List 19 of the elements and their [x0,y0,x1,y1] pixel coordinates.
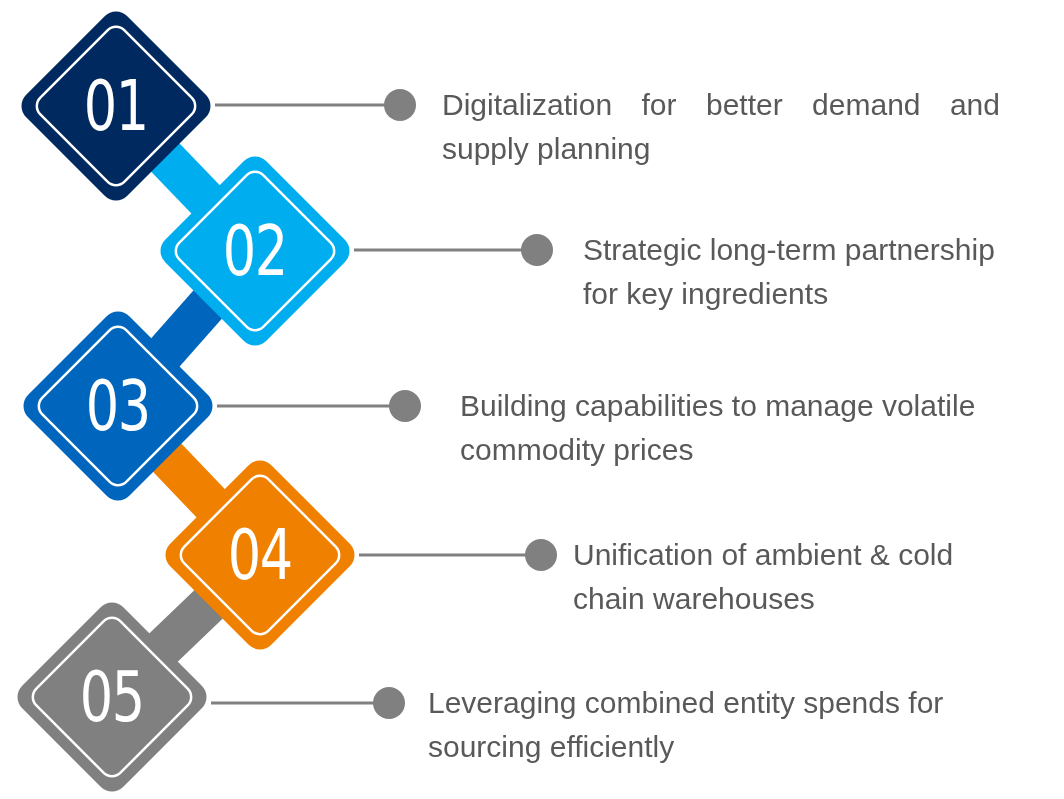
step-number: 04 [227,520,293,590]
step-description: Building capabilities to manage volatile commodity prices [460,388,977,468]
step-description: Strategic long-term partnership for key ingredients [583,232,996,312]
step-description: Leveraging combined entity spends for sourcing efficiently [428,685,945,765]
connector-bar [148,588,224,664]
leader-line [354,234,553,266]
step-number: 01 [83,71,149,141]
connector-bar [151,442,227,519]
step-number: 02 [222,216,288,286]
connector-bar [149,142,222,215]
leader-line [217,390,421,422]
leader-line [359,539,557,571]
connector-bar [149,289,224,368]
step-number: 05 [79,662,145,732]
step-description: Unification of ambient & cold chain warehouses [573,537,955,617]
leader-line [215,89,416,121]
leader-line [211,687,405,719]
step-description: Digitalization for better demand and supply planning [442,87,1000,167]
step-number: 03 [85,371,151,441]
